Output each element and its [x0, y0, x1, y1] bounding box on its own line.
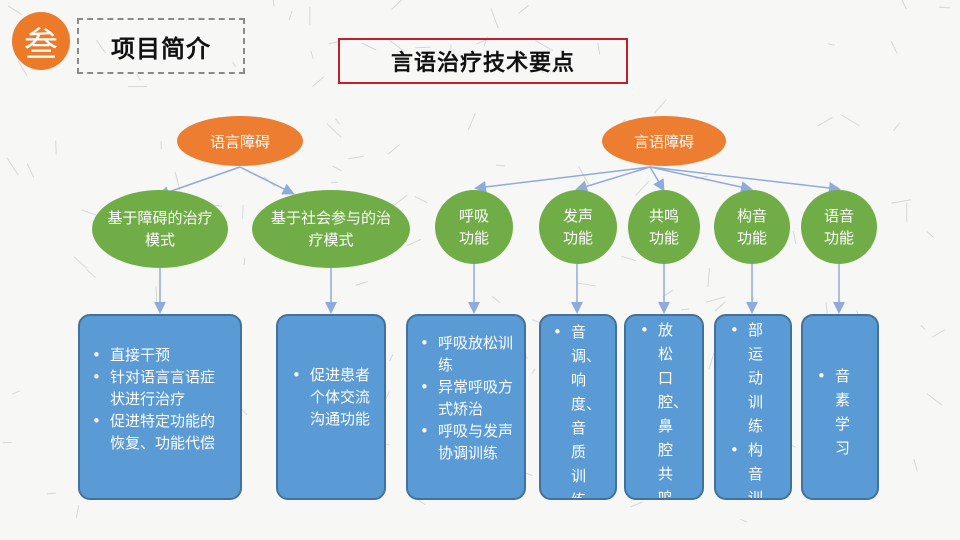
node-phonology: 语音功能 — [801, 190, 877, 264]
node-participation-based: 基于社会参与的治疗模式 — [252, 190, 410, 268]
node-label: 呼吸功能 — [458, 207, 489, 247]
connector-right-2 — [575, 166, 651, 193]
node-label: 基于障碍的治疗模式 — [107, 209, 213, 249]
detail-box-resonance: 放松口腔、鼻腔共鸣训练 — [624, 314, 704, 500]
node-label: 基于社会参与的治疗模式 — [270, 209, 391, 249]
root-speech-disorder: 言语障碍 — [602, 116, 726, 166]
connector-right-3 — [649, 166, 665, 192]
detail-box-participation: 促进患者个体交流沟通功能 — [276, 314, 386, 500]
root-label: 言语障碍 — [633, 132, 694, 151]
node-respiration: 呼吸功能 — [435, 190, 513, 264]
detail-box-impairment: 直接干预 针对语言言语症状进行治疗 促进特定功能的恢复、功能代偿 — [78, 314, 242, 500]
list-item: 放松口腔、鼻腔共鸣训练 — [632, 318, 688, 498]
connector-right-4 — [649, 166, 753, 193]
node-label: 语音功能 — [823, 207, 854, 247]
connector-left-2 — [239, 166, 295, 195]
section-title-box: 项目简介 — [77, 18, 245, 74]
node-articulation: 构音功能 — [714, 190, 790, 264]
list-item: 促进特定功能的恢复、功能代偿 — [84, 410, 228, 454]
section-badge: 叁 — [12, 12, 70, 70]
list-item: 针对语言言语症状进行治疗 — [84, 366, 228, 410]
node-label: 构音功能 — [736, 207, 767, 247]
node-phonation: 发声功能 — [539, 190, 617, 264]
list-item: 促进患者个体交流沟通功能 — [284, 364, 370, 430]
root-label: 语言障碍 — [209, 132, 270, 151]
detail-box-respiration: 呼吸放松训练 异常呼吸方式矫治 呼吸与发声协调训练 — [406, 314, 526, 500]
list-item: 呼吸与发声协调训练 — [412, 420, 516, 464]
list-item: 异常呼吸方式矫治 — [412, 376, 516, 420]
list-item: 构音训练 — [722, 438, 776, 498]
connector-right-1 — [474, 166, 651, 193]
list-item: 音调、响度、音质训练 — [545, 320, 601, 498]
node-impairment-based: 基于障碍的治疗模式 — [92, 190, 228, 268]
connector-right-5 — [649, 166, 841, 194]
section-badge-text: 叁 — [24, 24, 58, 65]
section-title: 项目简介 — [111, 34, 211, 63]
root-language-disorder: 语言障碍 — [177, 116, 303, 166]
list-item: 呼吸放松训练 — [412, 332, 516, 376]
main-title-box: 言语治疗技术要点 — [338, 38, 628, 84]
main-title: 言语治疗技术要点 — [390, 51, 575, 76]
node-label: 发声功能 — [562, 207, 593, 247]
list-item: 直接干预 — [84, 344, 228, 366]
detail-box-articulation: 部运动训练 构音训练 — [714, 314, 792, 500]
detail-box-phonology: 音素学习 — [801, 314, 879, 500]
node-resonance: 共鸣功能 — [628, 190, 700, 264]
list-item: 部运动训练 — [722, 318, 776, 438]
detail-box-phonation: 音调、响度、音质训练 — [539, 314, 617, 500]
node-label: 共鸣功能 — [648, 207, 679, 247]
list-item: 音素学习 — [809, 364, 863, 460]
